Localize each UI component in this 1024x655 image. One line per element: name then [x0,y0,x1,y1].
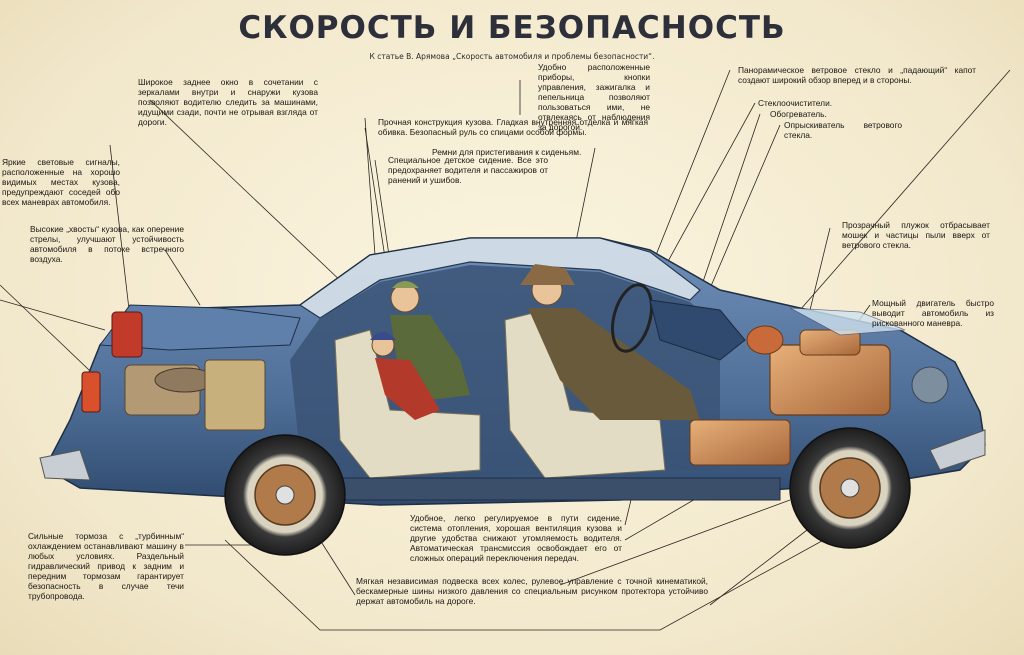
callout-windshield: Панорамическое ветровое стекло и „падающ… [738,65,976,85]
leader-line-tyres [709,519,821,606]
steering-wheel [611,283,653,353]
leader-line-washer [704,124,781,301]
leader-line-deflector [809,227,831,311]
leader-line-fins [0,299,106,331]
page-title: СКОРОСТЬ И БЕЗОПАСНОСТЬ [238,10,786,46]
tail-light [111,311,143,358]
car-floor [329,477,781,501]
passengers [370,264,700,420]
leader-line-fins-2 [164,249,201,306]
rear-bumper [39,449,91,481]
callout-signals: Яркие световые сигналы, расположенные на… [2,157,120,207]
callout-washer: Опрыскиватель ветрового стекла. [784,120,902,140]
bug-deflector [789,307,906,336]
callout-body-safety: Прочная конструкция кузова. Гладкая внут… [378,117,648,137]
callout-heater: Обогреватель. [770,109,827,119]
rear-wheel [224,434,346,556]
leader-line-windshield [649,69,731,271]
leader-line-signals [109,144,131,319]
leader-line-rear-window [149,99,346,286]
callout-brakes: Сильные тормоза с „турбинным“ охлаждение… [28,531,184,601]
front-wheel [789,427,911,549]
callout-wipers: Стеклоочистители. [758,98,833,108]
leader-line-bottom-frame [224,519,861,631]
callout-tail-fins: Высокие „хвосты“ кузова, как оперение ст… [30,224,184,264]
callout-dashboard: Удобно расположенные приборы, кнопки упр… [538,62,650,132]
callout-deflector: Прозрачный плужок отбрасывает мошек и ча… [842,220,990,250]
page-subtitle: К статье В. Арямова „Скорость автомобиля… [369,52,655,61]
front-bumper [929,429,986,471]
callout-rear-window: Широкое заднее окно в сочетании с зеркал… [138,77,318,127]
engine-block [689,325,949,466]
callout-comfort-seat: Удобное, легко регулируемое в пути сиден… [410,513,622,563]
leader-line-suspension-2 [559,499,791,586]
callout-suspension: Мягкая независимая подвеска всех колес, … [356,576,708,606]
leader-line-wipers [654,102,756,286]
callout-child-seat: Специальное детское сидение. Все это пре… [388,155,548,185]
callout-seat-belts: Ремни для пристегивания к сиденьям. [432,147,582,157]
rear-signal-light [81,371,101,413]
dashboard [649,299,746,361]
car-roof [298,237,701,319]
leader-line-hood [799,69,1011,311]
callout-engine: Мощный двигатель быстро выводит автомоби… [872,298,994,328]
tail-fin [99,304,301,351]
leader-line-suspension [319,539,356,596]
trunk-box [204,359,266,431]
